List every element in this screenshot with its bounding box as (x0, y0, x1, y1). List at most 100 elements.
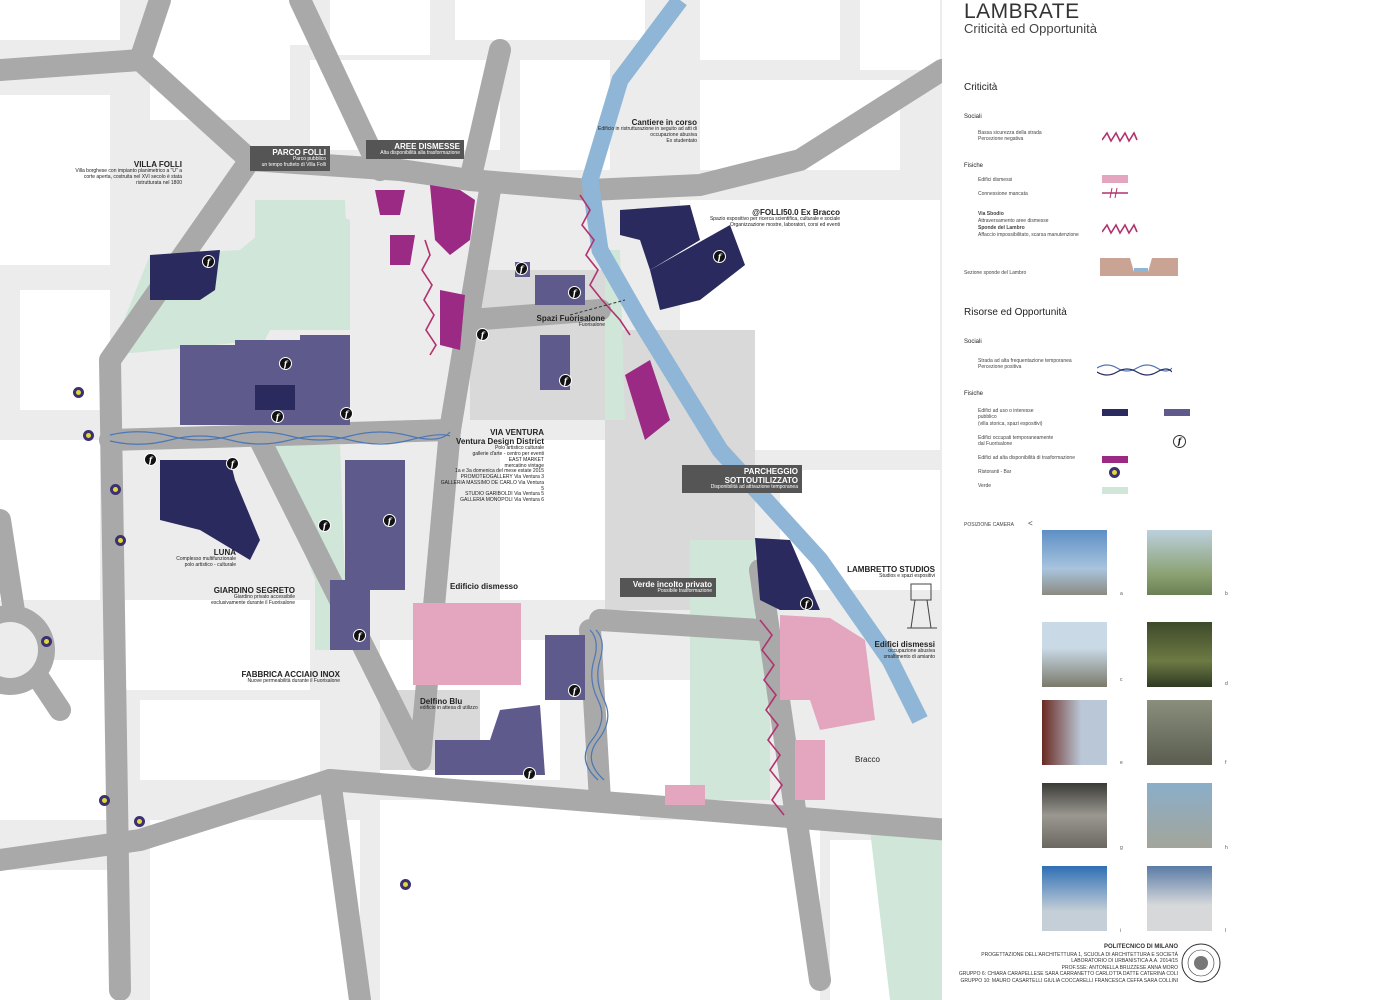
photo-label-b: b (1225, 591, 1228, 597)
photo-label-d: d (1225, 681, 1228, 687)
fuorisalone-icon[interactable]: f (340, 407, 353, 420)
fuorisalone-icon[interactable]: f (713, 250, 726, 263)
lambretto-sketch (907, 583, 937, 629)
restaurant-icon[interactable] (83, 430, 94, 441)
site-map[interactable]: f f f f f f f f f f f f f f f f f VILLA … (0, 0, 942, 1000)
fuorisalone-icon[interactable]: f (279, 357, 292, 370)
swatch-magenta (1102, 456, 1128, 463)
credit-lab: LABORATORIO DI URBANISTICA A.A. 2014/15 (1071, 958, 1178, 965)
camera-label: POSIZIONE CAMERA (964, 522, 1015, 528)
fuorisalone-icon[interactable]: f (568, 286, 581, 299)
roads (0, 0, 942, 1000)
label-villa-folli[interactable]: VILLA FOLLI Villa borghese con impianto … (75, 160, 182, 186)
legend-via-sbodio: Via Sbodio (978, 211, 1004, 217)
label-verde-incolto[interactable]: Verde incolto privato Possibile trasform… (620, 578, 716, 597)
fuorisalone-icon: f (1173, 435, 1186, 448)
restaurant-icon[interactable] (110, 484, 121, 495)
credit-gruppo6: GRUPPO 6: CHIARA CARAPELLESE SARA CARRAN… (958, 971, 1178, 978)
fuorisalone-icon[interactable]: f (318, 519, 331, 532)
legend-panel: LAMBRATE Criticità ed Opportunità Critic… (942, 0, 1389, 1000)
credit-school: POLITECNICO DI MILANO (1104, 944, 1178, 950)
river-section-icon (1100, 258, 1178, 276)
fuorisalone-icon[interactable]: f (144, 453, 157, 466)
label-aree-dismesse[interactable]: AREE DISMESSE Alta disponibilità alla tr… (366, 140, 464, 159)
photo-l[interactable] (1147, 866, 1212, 931)
photo-h[interactable] (1147, 783, 1212, 848)
restaurant-icon[interactable] (73, 387, 84, 398)
label-folli50[interactable]: @FOLLI50.0 Ex Bracco Spazio espositivo p… (709, 208, 840, 228)
legend-edifici-alta: Edifici ad alta disponibilità di trasfor… (978, 455, 1075, 461)
transformation-buildings (375, 185, 670, 440)
legend-bassa-sicurezza: Bassa sicurezza della strada Percezione … (978, 130, 1042, 143)
missing-connection (569, 299, 626, 316)
wavy-icon (1097, 364, 1172, 376)
label-edificio-dismesso[interactable]: Edificio dismesso (450, 582, 519, 591)
legend-sponde: Sponde del Lambro (978, 225, 1025, 231)
restaurant-icon[interactable] (41, 636, 52, 647)
photo-g[interactable] (1042, 783, 1107, 848)
risorse-fisiche: Fisiche (964, 391, 984, 397)
photo-e[interactable] (1042, 700, 1107, 765)
fuorisalone-icon[interactable]: f (568, 684, 581, 697)
label-bracco[interactable]: Bracco (855, 755, 880, 764)
label-lambretto[interactable]: LAMBRETTO STUDIOS Studios e spazi esposi… (847, 565, 935, 580)
restaurant-icon (1109, 467, 1120, 478)
label-delfino-blu[interactable]: Delfino Blu edificio in attesa di utiliz… (420, 697, 478, 712)
fuorisalone-icon[interactable]: f (800, 597, 813, 610)
label-via-ventura[interactable]: VIA VENTURA Ventura Design District Polo… (440, 428, 544, 504)
credits: POLITECNICO DI MILANO PROGETTAZIONE DELL… (956, 944, 1178, 984)
photo-d[interactable] (1147, 622, 1212, 687)
legend-sponde-desc: Affaccio impossibilitato, scarsa manuten… (978, 232, 1079, 238)
photo-f[interactable] (1147, 700, 1212, 765)
photo-i[interactable] (1042, 866, 1107, 931)
photo-b[interactable] (1147, 530, 1212, 595)
photo-label-g: g (1120, 845, 1123, 851)
camera-icon: < (1028, 519, 1033, 528)
label-parcheggio[interactable]: PARCHEGGIO SOTTOUTILIZZATO Disponibilità… (682, 465, 802, 494)
label-spazi-fuorisalone[interactable]: Spazi Fuorisalone Fuorisalone (536, 314, 605, 329)
fuorisalone-icon[interactable]: f (383, 514, 396, 527)
swatch-navy (1102, 409, 1128, 416)
restaurant-icon[interactable] (99, 795, 110, 806)
photo-label-e: e (1120, 760, 1123, 766)
label-giardino-segreto[interactable]: GIARDINO SEGRETO Giardino privato access… (211, 586, 295, 606)
fuorisalone-icon[interactable]: f (523, 767, 536, 780)
zigzag-icon (1102, 223, 1138, 235)
legend-edifici-uso: Edifici ad uso o interesse pubblico (vil… (978, 408, 1043, 427)
restaurant-icon[interactable] (400, 879, 411, 890)
fuorisalone-icon[interactable]: f (353, 629, 366, 642)
label-parco-folli[interactable]: PARCO FOLLI Parco pubblico un tempo frut… (250, 146, 330, 171)
criticita-fisiche: Fisiche (964, 163, 984, 169)
fuorisalone-icon[interactable]: f (271, 410, 284, 423)
photo-label-h: h (1225, 845, 1228, 851)
legend-edifici-dismessi: Edifici dismessi (978, 177, 1013, 183)
restaurant-icon[interactable] (134, 816, 145, 827)
swatch-dismessi (1102, 175, 1128, 183)
credit-prof: PROF.SSE: ANTONELLA BRUZZESE ANNA MORO (1061, 964, 1178, 971)
fuorisalone-icon[interactable]: f (476, 328, 489, 341)
risorse-heading: Risorse ed Opportunità (964, 307, 1067, 318)
label-cantiere[interactable]: Cantiere in corso Edificio in ristruttur… (598, 118, 697, 144)
broken-connection-icon (1102, 187, 1128, 199)
credit-course: PROGETTAZIONE DELL'ARCHITETTURA 1, SCUOL… (981, 951, 1178, 958)
polimi-seal-icon (1181, 943, 1221, 983)
restaurant-icon[interactable] (115, 535, 126, 546)
fuorisalone-icon[interactable]: f (202, 255, 215, 268)
label-luna[interactable]: LUNA Complesso multifunzionale polo arti… (176, 548, 236, 568)
page-title: LAMBRATE (964, 0, 1080, 23)
label-edifici-dismessi[interactable]: Edifici dismessi occupazione abusiva sma… (874, 640, 935, 660)
fuorisalone-icon[interactable]: f (226, 457, 239, 470)
criticita-sociali: Sociali (964, 114, 982, 120)
fuorisalone-buildings (150, 205, 820, 610)
photo-a[interactable] (1042, 530, 1107, 595)
legend-edifici-occupati: Edifici occupati temporaneamente dal Fuo… (978, 435, 1054, 448)
photo-label-i: i (1120, 928, 1122, 934)
label-fabbrica[interactable]: FABBRICA ACCIAIO INOX Nuove permeabilità… (241, 670, 340, 685)
photo-c[interactable] (1042, 622, 1107, 687)
swatch-slate (1164, 409, 1190, 416)
fuorisalone-icon[interactable]: f (515, 262, 528, 275)
fuorisalone-icon[interactable]: f (559, 374, 572, 387)
critical-edges (421, 194, 785, 816)
photo-label-l: l (1225, 928, 1227, 934)
photo-label-c: c (1120, 677, 1123, 683)
